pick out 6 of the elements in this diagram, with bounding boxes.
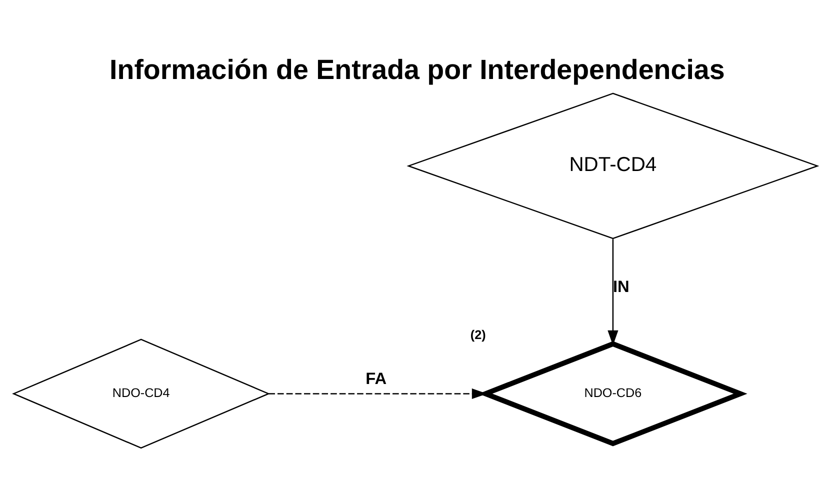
node-label: (2)	[470, 328, 486, 342]
edge-label: FA	[366, 370, 387, 388]
diagram-title: Información de Entrada por Interdependencias	[110, 54, 725, 86]
node-diamond: NDT-CD4	[406, 92, 820, 240]
edge-label: IN	[612, 278, 630, 296]
node-diamond: NDO-CD4	[12, 338, 270, 449]
